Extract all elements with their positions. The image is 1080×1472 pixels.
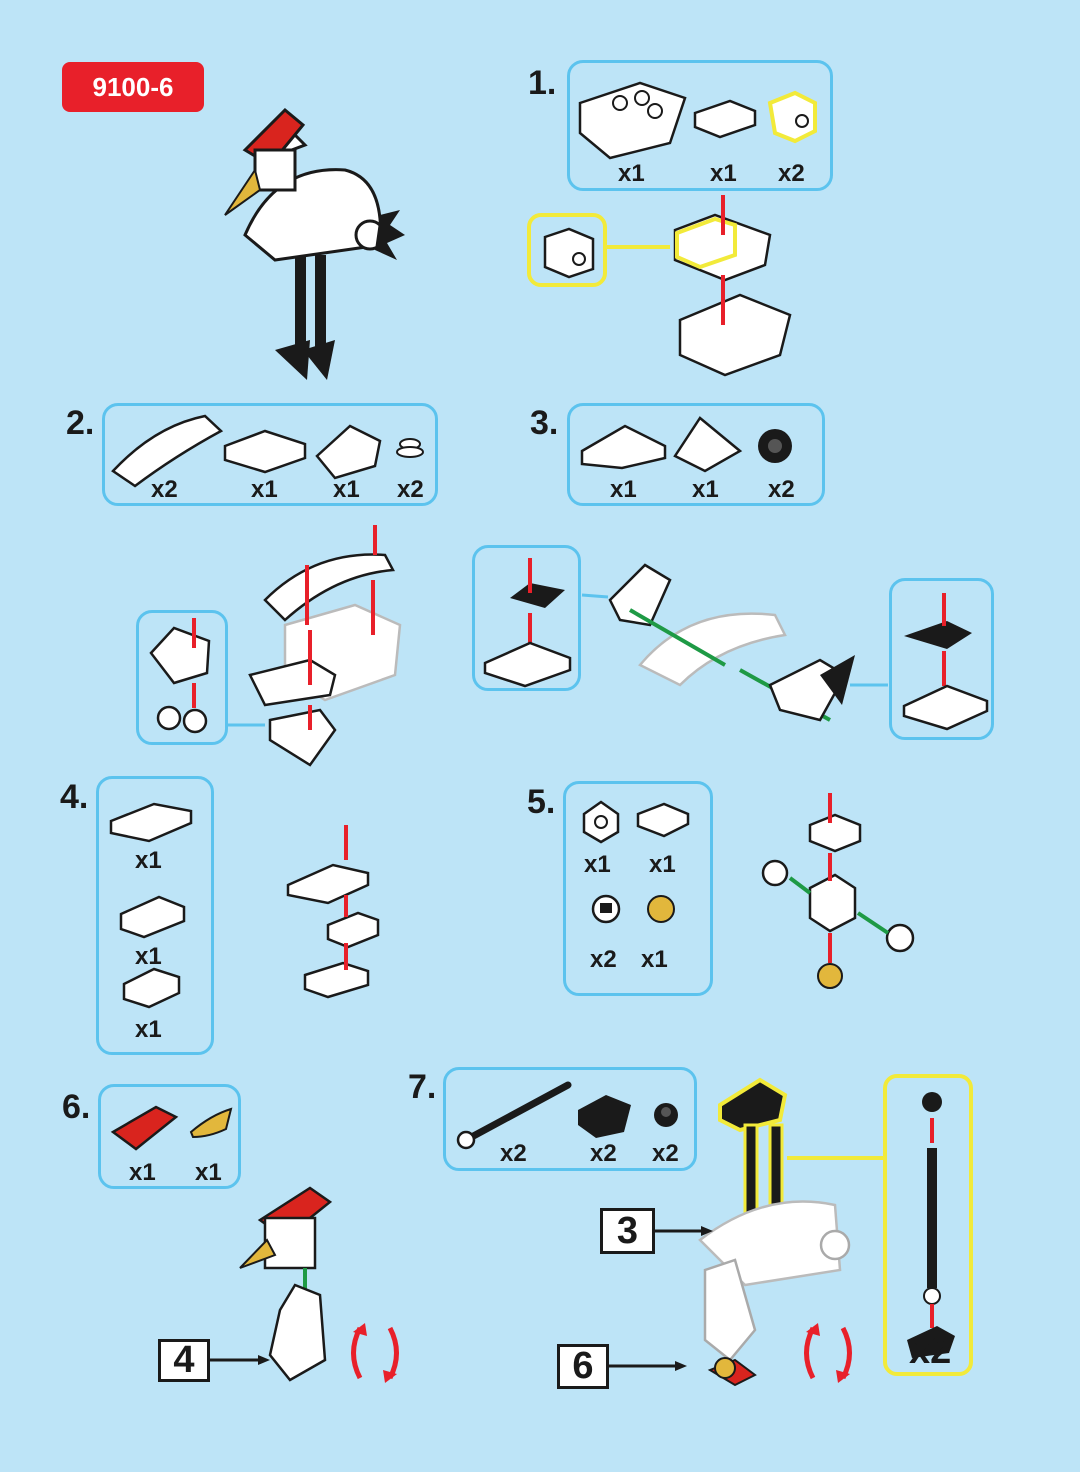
callout-step-6-arrow [609, 1361, 689, 1371]
callout-step-6: 6 [557, 1344, 609, 1389]
step-3-subassembly-right [892, 581, 997, 743]
step-1-subassembly-box [527, 213, 607, 287]
step-3-qty-3: x2 [768, 476, 795, 504]
rotate-icon [798, 1318, 858, 1388]
step-4-qty-3: x1 [135, 1016, 162, 1044]
step-3-qty-2: x1 [692, 476, 719, 504]
step-4-assembly [283, 825, 393, 1015]
step-3-number: 3. [530, 404, 558, 443]
step-7-multiplier: x2 [909, 1330, 951, 1373]
step-7-qty-1: x2 [500, 1140, 527, 1168]
bird-model-icon [215, 95, 415, 385]
step-5-parts-box: x1 x1 x2 x1 [563, 781, 713, 996]
step-6-qty-1: x1 [129, 1159, 156, 1187]
step-3-subassembly-left-box [472, 545, 581, 691]
step-6-number: 6. [62, 1088, 90, 1127]
step-3-subassembly-left [475, 548, 584, 694]
step-1-qty-2: x1 [710, 160, 737, 188]
step-3-subassembly-right-box [889, 578, 994, 740]
step-1-parts-box: x1 x1 x2 [567, 60, 833, 191]
callout-step-3-arrow [655, 1226, 715, 1236]
step-1-qty-1: x1 [618, 160, 645, 188]
step-1-bracket-part [531, 217, 611, 291]
step-5-assembly [760, 793, 920, 993]
step-3-parts-box: x1 x1 x2 [567, 403, 825, 506]
step-7-qty-2: x2 [590, 1140, 617, 1168]
step-1-assembly [605, 195, 805, 375]
step-5-qty-2: x1 [649, 851, 676, 879]
callout-step-3: 3 [600, 1208, 655, 1254]
step-2-subassembly-box [136, 610, 228, 745]
step-4-parts-box: x1 x1 x1 [96, 776, 214, 1055]
step-2-number: 2. [66, 404, 94, 443]
step-5-qty-3: x2 [590, 946, 617, 974]
step-5-number: 5. [527, 783, 555, 822]
rotate-icon [345, 1318, 405, 1388]
step-4-qty-1: x1 [135, 847, 162, 875]
step-1-qty-3: x2 [778, 160, 805, 188]
step-2-qty-1: x2 [151, 476, 178, 504]
step-2-assembly [225, 525, 425, 775]
step-2-subassembly [139, 613, 231, 748]
step-6-parts [101, 1087, 244, 1192]
callout-step-4: 4 [158, 1339, 210, 1382]
step-3-assembly [580, 555, 890, 745]
step-2-qty-4: x2 [397, 476, 424, 504]
step-5-qty-4: x1 [641, 946, 668, 974]
step-6-parts-box: x1 x1 [98, 1084, 241, 1189]
step-3-qty-1: x1 [610, 476, 637, 504]
step-4-number: 4. [60, 778, 88, 817]
step-4-qty-2: x1 [135, 943, 162, 971]
callout-step-4-arrow [210, 1355, 270, 1365]
set-number-badge: 9100-6 [62, 62, 204, 112]
step-2-qty-2: x1 [251, 476, 278, 504]
step-2-qty-3: x1 [333, 476, 360, 504]
step-5-qty-1: x1 [584, 851, 611, 879]
step-1-number: 1. [528, 64, 556, 103]
step-2-parts-box: x2 x1 x1 x2 [102, 403, 438, 506]
step-7-number: 7. [408, 1068, 436, 1107]
step-6-qty-2: x1 [195, 1159, 222, 1187]
